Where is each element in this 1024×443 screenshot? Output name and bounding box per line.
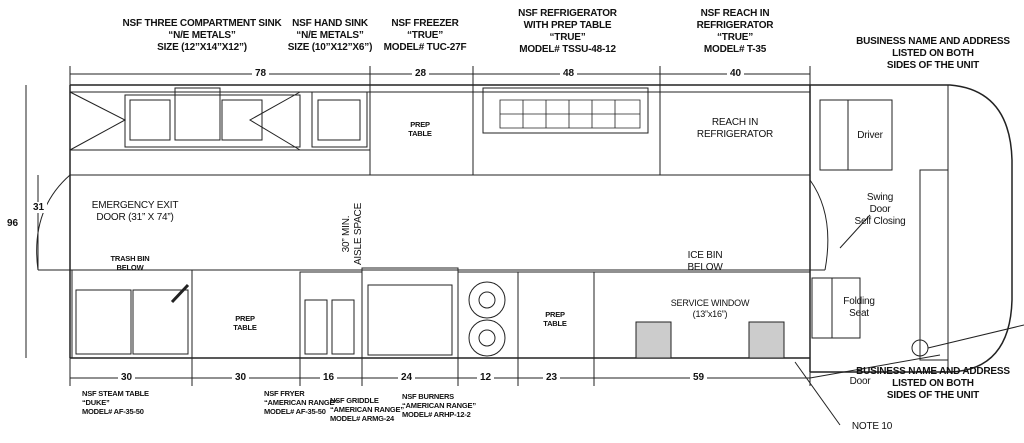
- fryer-label: NSF FRYER “AMERICAN RANGE” MODEL# AF-35-…: [264, 389, 338, 416]
- griddle-label: NSF GRIDDLE “AMERICAN RANGE” MODEL# ARMG…: [330, 396, 404, 423]
- steam-table-label: NSF STEAM TABLE “DUKE” MODEL# AF-35-50: [82, 389, 149, 416]
- hand-sink-label: NSF HAND SINK “N/E METALS” SIZE (10”X12”…: [287, 18, 373, 53]
- driver-seat: Driver: [857, 130, 883, 141]
- burners-label: NSF BURNERS “AMERICAN RANGE” MODEL# ARHP…: [402, 392, 476, 419]
- trash-bin-label: TRASH BIN BELOW: [110, 254, 150, 272]
- swing-door-label: Swing Door Self Closing: [854, 192, 906, 227]
- prep-table-2: PREP TABLE: [543, 310, 567, 328]
- prep-table-1: PREP TABLE: [233, 314, 257, 332]
- dim-78: 78: [252, 68, 270, 79]
- three-compartment-sink-label: NSF THREE COMPARTMENT SINK “N/E METALS” …: [122, 18, 282, 53]
- door-label: Door: [849, 376, 871, 387]
- prep-table-top: PREP TABLE: [408, 120, 432, 138]
- dim-48: 48: [560, 68, 578, 79]
- dim-window-59: 59: [690, 372, 708, 383]
- emergency-exit-door: EMERGENCY EXIT DOOR (31” X 74”): [91, 200, 179, 223]
- dim-steam-30: 30: [118, 372, 136, 383]
- freezer-label: NSF FREEZER “TRUE” MODEL# TUC-27F: [383, 18, 467, 53]
- folding-seat-label: Folding Seat: [843, 296, 875, 319]
- reach-in-refrigerator: REACH IN REFRIGERATOR: [696, 117, 774, 140]
- business-name-bottom: BUSINESS NAME AND ADDRESS LISTED ON BOTH…: [856, 366, 1010, 401]
- dim-griddle-24: 24: [398, 372, 416, 383]
- business-name-top: BUSINESS NAME AND ADDRESS LISTED ON BOTH…: [856, 36, 1010, 71]
- ice-bin-label: ICE BIN BELOW: [687, 250, 723, 273]
- dim-prep-30: 30: [232, 372, 250, 383]
- dim-fryer-16: 16: [320, 372, 338, 383]
- dim-prep-23: 23: [543, 372, 561, 383]
- dim-burners-12: 12: [477, 372, 495, 383]
- note-10: NOTE 10: [851, 421, 893, 432]
- dim-40: 40: [727, 68, 745, 79]
- aisle-space-label: 30” MIN. AISLE SPACE: [341, 202, 364, 266]
- dim-28: 28: [412, 68, 430, 79]
- reach-in-label: NSF REACH IN REFRIGERATOR “TRUE” MODEL# …: [696, 8, 774, 55]
- service-window-label: SERVICE WINDOW (13”x16”): [670, 298, 750, 319]
- dim-31: 31: [30, 202, 48, 213]
- refrigerator-label: NSF REFRIGERATOR WITH PREP TABLE “TRUE” …: [518, 8, 617, 55]
- dim-96: 96: [4, 218, 22, 229]
